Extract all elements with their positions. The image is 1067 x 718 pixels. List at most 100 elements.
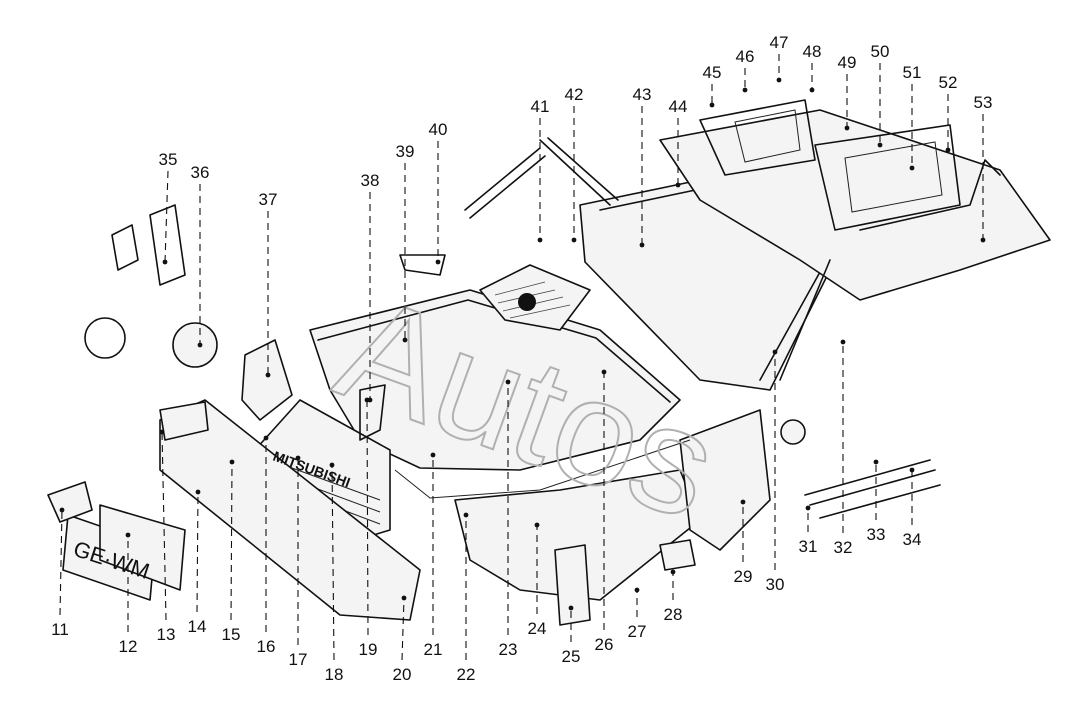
part-label-42: 42 bbox=[565, 85, 584, 104]
part-label-50: 50 bbox=[871, 42, 890, 61]
leader-dot-45 bbox=[709, 102, 715, 108]
leader-dot-15 bbox=[229, 459, 235, 465]
cable bbox=[394, 439, 691, 499]
part-label-25: 25 bbox=[562, 647, 581, 666]
leader-line-13 bbox=[161, 431, 167, 621]
leader-line-11 bbox=[59, 509, 63, 616]
leader-dot-44 bbox=[675, 182, 681, 188]
leader-dot-11 bbox=[59, 507, 65, 513]
part-label-53: 53 bbox=[974, 93, 993, 112]
leader-dot-27 bbox=[634, 587, 640, 593]
leader-dot-30 bbox=[772, 349, 778, 355]
leader-dot-37 bbox=[265, 372, 271, 378]
part-label-33: 33 bbox=[867, 525, 886, 544]
leader-dot-53 bbox=[980, 237, 986, 243]
part-label-20: 20 bbox=[393, 665, 412, 684]
leader-line-15 bbox=[230, 461, 233, 621]
leader-dot-12 bbox=[125, 532, 131, 538]
part-label-17: 17 bbox=[289, 650, 308, 669]
part-label-37: 37 bbox=[259, 190, 278, 209]
leader-line-19 bbox=[366, 399, 369, 636]
part-label-51: 51 bbox=[903, 63, 922, 82]
leader-dot-46 bbox=[742, 87, 748, 93]
part-label-13: 13 bbox=[157, 625, 176, 644]
part-label-18: 18 bbox=[325, 665, 344, 684]
part-label-12: 12 bbox=[119, 637, 138, 656]
leader-dot-13 bbox=[159, 429, 165, 435]
side-window-right bbox=[814, 124, 961, 231]
leader-dot-33 bbox=[873, 459, 879, 465]
part-label-35: 35 bbox=[159, 150, 178, 169]
wiper-rod bbox=[464, 147, 546, 219]
part-label-36: 36 bbox=[191, 163, 210, 182]
hood-hinge bbox=[399, 254, 446, 276]
leader-dot-16 bbox=[263, 435, 269, 441]
side-mirror bbox=[780, 419, 806, 445]
part-label-27: 27 bbox=[628, 622, 647, 641]
headlamp-lens bbox=[172, 322, 218, 368]
leader-dot-22 bbox=[463, 512, 469, 518]
part-label-28: 28 bbox=[664, 605, 683, 624]
cowl-grommet bbox=[518, 293, 536, 311]
part-label-49: 49 bbox=[838, 53, 857, 72]
leader-dot-35 bbox=[162, 259, 168, 265]
leader-dot-21 bbox=[430, 452, 436, 458]
leader-dot-25 bbox=[568, 605, 574, 611]
part-label-45: 45 bbox=[703, 63, 722, 82]
part-label-32: 32 bbox=[834, 538, 853, 557]
leader-dot-42 bbox=[571, 237, 577, 243]
front-bumper bbox=[159, 399, 421, 621]
door-inner bbox=[679, 409, 771, 551]
leader-dot-51 bbox=[909, 165, 915, 171]
part-label-14: 14 bbox=[188, 617, 207, 636]
leader-dot-31 bbox=[805, 505, 811, 511]
leader-dot-18 bbox=[329, 462, 335, 468]
leader-dot-34 bbox=[909, 467, 915, 473]
part-label-34: 34 bbox=[903, 530, 922, 549]
leader-dot-50 bbox=[877, 142, 883, 148]
leader-dot-47 bbox=[776, 77, 782, 83]
leader-dot-38 bbox=[367, 397, 373, 403]
part-label-44: 44 bbox=[669, 97, 688, 116]
hood-latch bbox=[359, 384, 386, 441]
leader-dot-48 bbox=[809, 87, 815, 93]
leader-dot-17 bbox=[295, 455, 301, 461]
leader-line-20 bbox=[401, 597, 405, 661]
leader-dot-52 bbox=[945, 147, 951, 153]
part-label-38: 38 bbox=[361, 171, 380, 190]
leader-line-35 bbox=[164, 170, 169, 263]
part-label-31: 31 bbox=[799, 537, 818, 556]
wiper-rod-2 bbox=[539, 137, 619, 206]
lamp-small bbox=[659, 539, 696, 571]
leader-line-18 bbox=[331, 464, 335, 661]
part-label-19: 19 bbox=[359, 640, 378, 659]
side-window-inner-right bbox=[844, 141, 943, 213]
part-label-48: 48 bbox=[803, 42, 822, 61]
leader-dot-26 bbox=[601, 369, 607, 375]
leader-dot-43 bbox=[639, 242, 645, 248]
leader-dot-49 bbox=[844, 125, 850, 131]
part-label-29: 29 bbox=[734, 567, 753, 586]
side-molding bbox=[804, 459, 941, 519]
corner-lamp bbox=[47, 481, 93, 523]
side-window-left bbox=[699, 99, 816, 176]
leader-dot-32 bbox=[840, 339, 846, 345]
part-label-15: 15 bbox=[222, 625, 241, 644]
plate-bracket bbox=[99, 504, 186, 591]
turn-signal bbox=[159, 401, 209, 441]
leader-dot-39 bbox=[402, 337, 408, 343]
side-window-inner-left bbox=[734, 109, 801, 163]
leader-dot-20 bbox=[401, 595, 407, 601]
part-label-41: 41 bbox=[531, 97, 550, 116]
leader-dot-23 bbox=[505, 379, 511, 385]
leader-dot-28 bbox=[670, 569, 676, 575]
cowl-panel bbox=[479, 264, 591, 331]
leader-dot-41 bbox=[537, 237, 543, 243]
side-marker bbox=[111, 224, 139, 271]
part-label-52: 52 bbox=[939, 73, 958, 92]
part-label-47: 47 bbox=[770, 33, 789, 52]
antenna bbox=[779, 259, 831, 381]
part-label-22: 22 bbox=[457, 665, 476, 684]
part-label-39: 39 bbox=[396, 142, 415, 161]
